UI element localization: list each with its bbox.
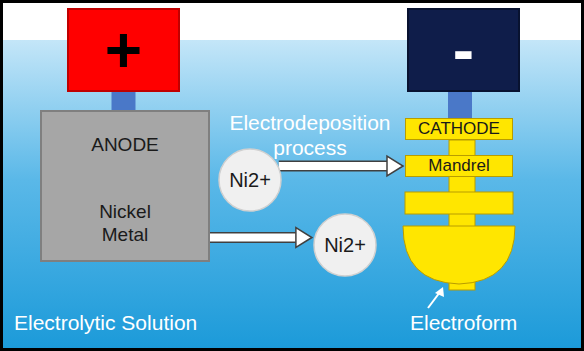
leader-arrowhead <box>435 287 444 297</box>
node-title: Mandrel <box>428 156 489 176</box>
node-title: CATHODE <box>418 119 500 139</box>
ion-shape <box>219 149 281 211</box>
node-title: Ni2+ <box>324 233 366 257</box>
electroform-bowl <box>403 226 515 284</box>
node-title: Ni2+ <box>229 168 271 192</box>
arrow-shaft <box>279 162 388 170</box>
connector-bar <box>448 92 472 118</box>
arrow-heads <box>296 228 312 248</box>
arrow-shaft <box>210 234 297 242</box>
electroform-label: Electroform <box>410 311 517 335</box>
node-title: + <box>105 18 142 82</box>
arrow-heads <box>387 156 403 176</box>
process-label: Electrodeposition process <box>225 110 395 160</box>
solution-label: Electrolytic Solution <box>14 311 197 335</box>
ion-shape <box>314 214 376 276</box>
cathode-bar: CATHODE <box>405 118 513 140</box>
ion-circle: Ni2+ <box>218 148 282 212</box>
node-body: Nickel Metal <box>95 201 155 247</box>
flow-arrow <box>210 228 312 248</box>
terminal-negative: - <box>407 8 520 92</box>
ion-circle: Ni2+ <box>313 213 377 277</box>
arrowhead <box>296 228 312 248</box>
arrow-outline <box>210 232 296 243</box>
node-title: - <box>453 18 474 82</box>
arrow-outline <box>279 161 387 172</box>
arrowhead <box>387 156 403 176</box>
terminal-positive: + <box>67 8 180 92</box>
wire-connector <box>123 92 124 110</box>
wire-connector <box>460 92 461 118</box>
connector-bar <box>112 92 136 110</box>
mandrel-bar <box>405 192 513 214</box>
anode-block: ANODE Nickel Metal <box>40 110 210 262</box>
node-title: ANODE <box>91 134 159 157</box>
mandrel-bar: Mandrel <box>405 155 513 177</box>
